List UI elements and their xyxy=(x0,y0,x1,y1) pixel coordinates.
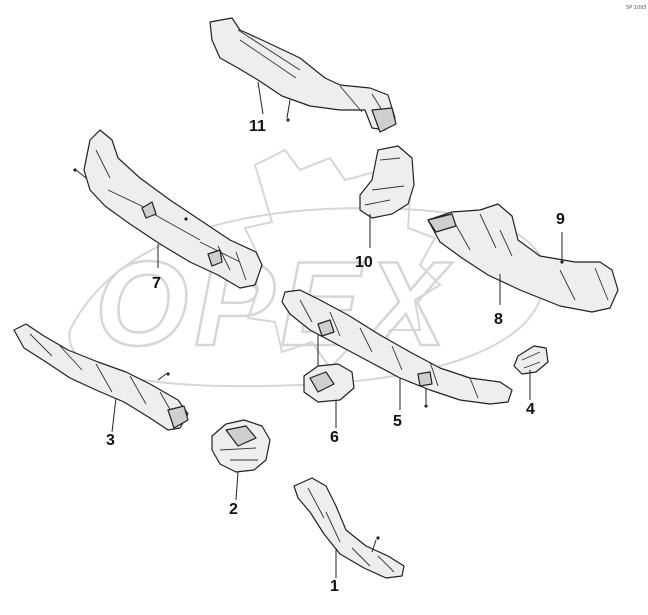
callout-4: 4 xyxy=(526,401,535,418)
callout-7: 7 xyxy=(152,275,161,292)
callout-5: 5 xyxy=(393,413,402,430)
callout-9: 9 xyxy=(556,211,565,228)
part-2-connector xyxy=(211,419,271,501)
callout-6: 6 xyxy=(330,429,339,446)
callout-11: 11 xyxy=(249,118,266,135)
callout-1: 1 xyxy=(330,578,339,595)
part-3-left-duct xyxy=(13,323,189,433)
callout-8: 8 xyxy=(494,311,503,328)
part-6-center-outlet xyxy=(303,334,355,428)
part-5-lower-bar xyxy=(281,289,513,410)
part-8-right-duct xyxy=(427,203,619,313)
corner-mark: 5P 1095 xyxy=(626,5,647,11)
callout-3: 3 xyxy=(106,432,115,449)
callout-2: 2 xyxy=(229,501,238,518)
part-4-end-fitting xyxy=(513,345,549,400)
watermark-swoosh xyxy=(68,207,546,388)
part-10-center-connector xyxy=(359,145,415,248)
callout-labels: 1 2 3 4 5 6 7 8 9 10 11 xyxy=(106,118,565,595)
callout-10: 10 xyxy=(355,254,373,271)
part-7-defroster-bar xyxy=(73,129,263,289)
part-1-lower-duct xyxy=(293,477,405,579)
part-11-upper-duct xyxy=(209,17,397,133)
